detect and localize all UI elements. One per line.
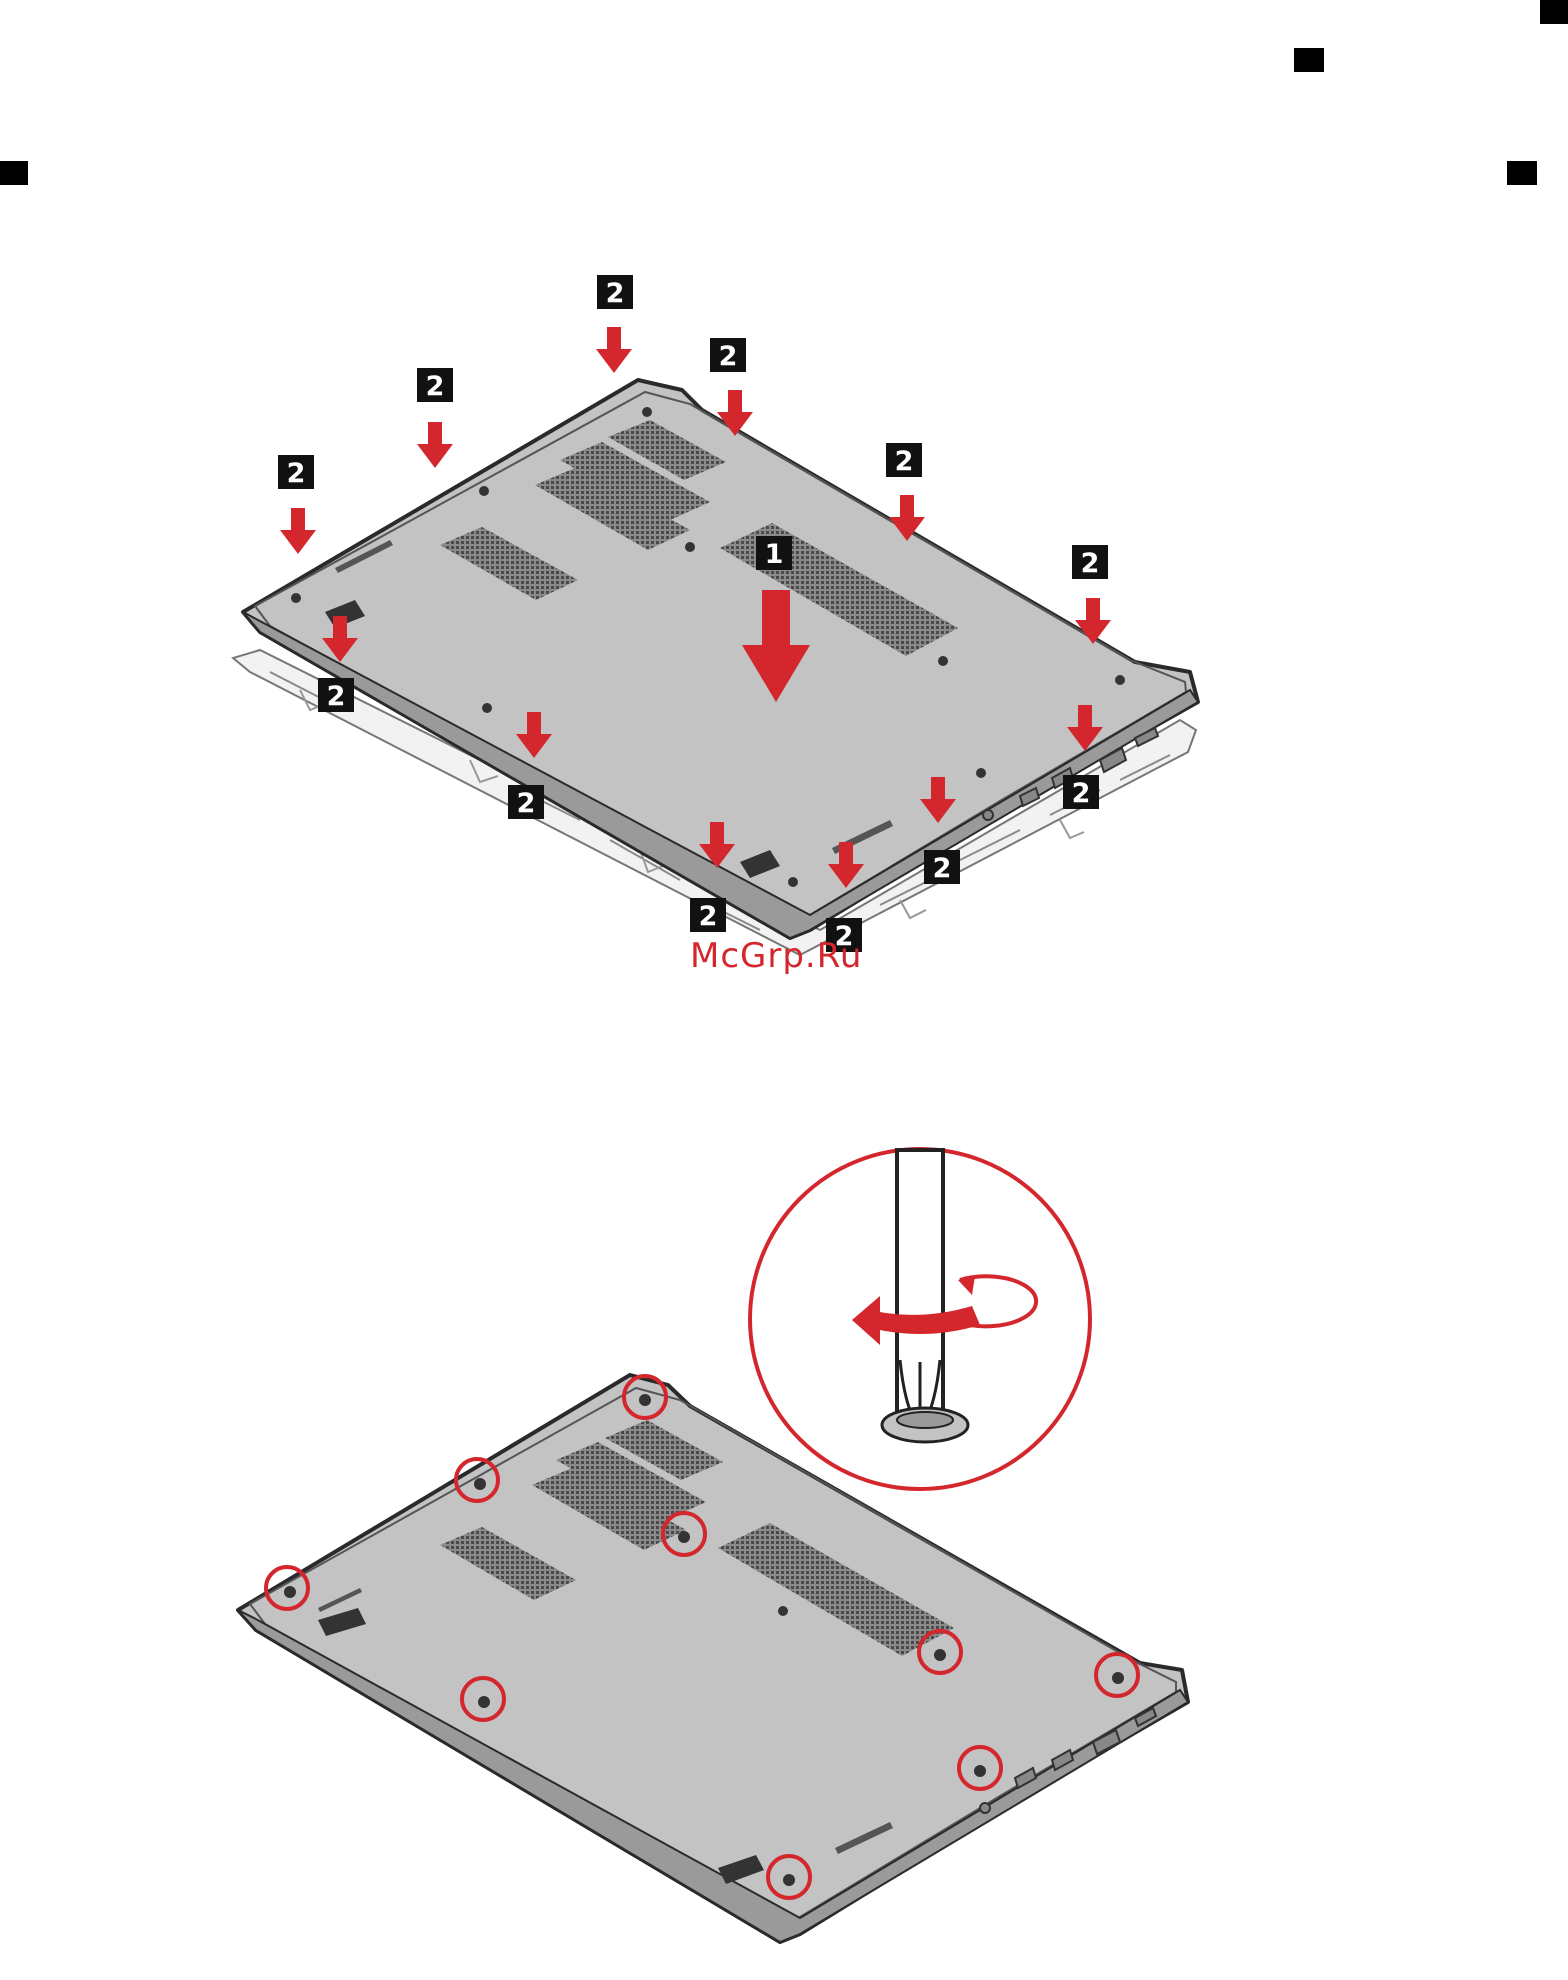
callout-step2: 2 [1063, 775, 1099, 809]
svg-text:2: 2 [426, 371, 445, 402]
svg-text:2: 2 [287, 458, 306, 489]
registration-mark [1540, 0, 1568, 24]
svg-text:2: 2 [1081, 548, 1100, 579]
screwdriver-detail-inset [750, 1149, 1090, 1489]
svg-text:2: 2 [933, 853, 952, 884]
svg-text:2: 2 [606, 278, 625, 309]
registration-mark [1294, 48, 1324, 72]
down-arrow-icon [596, 327, 632, 373]
callout-step1: 1 [756, 536, 792, 570]
svg-text:2: 2 [719, 341, 738, 372]
svg-text:2: 2 [1072, 778, 1091, 809]
down-arrow-icon [280, 508, 316, 554]
svg-text:2: 2 [895, 446, 914, 477]
callout-step2: 2 [597, 275, 633, 309]
callout-step2: 2 [886, 443, 922, 477]
registration-mark [1507, 161, 1537, 185]
callout-step2: 2 [710, 338, 746, 372]
svg-text:2: 2 [327, 681, 346, 712]
callout-step2: 2 [690, 898, 726, 932]
registration-mark [0, 161, 28, 185]
callout-step2: 2 [1072, 545, 1108, 579]
down-arrow-icon [417, 422, 453, 468]
callout-step2: 2 [508, 785, 544, 819]
figure-install-cover: 1 2 2 2 2 2 2 2 2 2 2 [233, 275, 1198, 955]
watermark-text: McGrp.Ru [690, 936, 862, 976]
callout-label: 1 [765, 539, 784, 570]
svg-text:2: 2 [517, 788, 536, 819]
callout-step2: 2 [924, 850, 960, 884]
callout-step2: 2 [318, 678, 354, 712]
figure-tighten-screws [238, 1149, 1188, 1942]
svg-text:2: 2 [699, 901, 718, 932]
bottom-cover-installed [238, 1375, 1188, 1942]
callout-step2: 2 [417, 368, 453, 402]
callout-step2: 2 [278, 455, 314, 489]
